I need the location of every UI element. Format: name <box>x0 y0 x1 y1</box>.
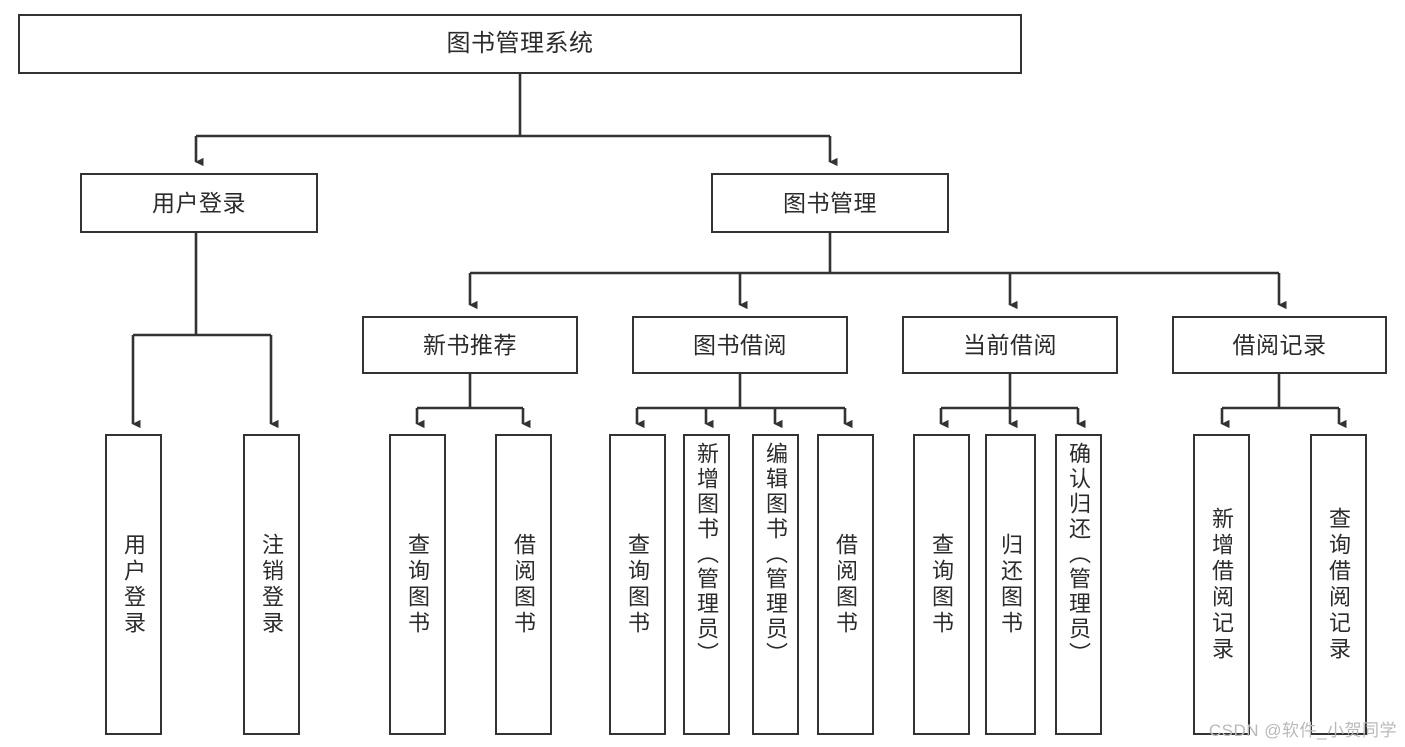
leaf-user-login[interactable]: 用户登录 <box>105 434 162 735</box>
node-book-borrow[interactable]: 图书借阅 <box>632 316 848 374</box>
node-label: 图书借阅 <box>693 331 787 358</box>
node-label: 新增图书（管理员） <box>694 442 720 667</box>
node-label: 查询图书 <box>625 532 651 637</box>
node-label: 确认归还（管理员） <box>1066 442 1092 667</box>
node-label: 用户登录 <box>152 189 246 216</box>
node-label: 编辑图书（管理员） <box>763 442 789 667</box>
node-new-book-recommend[interactable]: 新书推荐 <box>362 316 578 374</box>
leaf-add-borrow-record[interactable]: 新增借阅记录 <box>1193 434 1250 735</box>
leaf-confirm-return-admin[interactable]: 确认归还（管理员） <box>1055 434 1102 735</box>
node-label: 查询图书 <box>929 532 955 637</box>
node-label: 归还图书 <box>998 532 1024 637</box>
node-label: 注销登录 <box>259 532 285 637</box>
node-label: 新书推荐 <box>423 331 517 358</box>
node-root-system[interactable]: 图书管理系统 <box>18 14 1022 74</box>
node-user-login[interactable]: 用户登录 <box>80 173 318 233</box>
node-label: 图书管理系统 <box>446 30 594 58</box>
leaf-add-book-admin[interactable]: 新增图书（管理员） <box>683 434 730 735</box>
node-book-management[interactable]: 图书管理 <box>711 173 949 233</box>
leaf-logout[interactable]: 注销登录 <box>243 434 300 735</box>
node-current-borrow[interactable]: 当前借阅 <box>902 316 1118 374</box>
node-borrow-record[interactable]: 借阅记录 <box>1172 316 1387 374</box>
leaf-borrow-book[interactable]: 借阅图书 <box>817 434 874 735</box>
node-label: 查询图书 <box>405 532 431 637</box>
leaf-edit-book-admin[interactable]: 编辑图书（管理员） <box>752 434 799 735</box>
leaf-query-book-borrow[interactable]: 查询图书 <box>609 434 666 735</box>
leaf-query-borrow-record[interactable]: 查询借阅记录 <box>1310 434 1367 735</box>
node-label: 借阅图书 <box>511 532 537 637</box>
leaf-borrow-book-recommend[interactable]: 借阅图书 <box>495 434 552 735</box>
node-label: 当前借阅 <box>963 331 1057 358</box>
node-label: 图书管理 <box>783 189 877 216</box>
leaf-query-book-recommend[interactable]: 查询图书 <box>389 434 446 735</box>
leaf-query-book-current[interactable]: 查询图书 <box>913 434 970 735</box>
node-label: 借阅记录 <box>1232 331 1327 358</box>
node-label: 借阅图书 <box>833 532 859 637</box>
node-label: 用户登录 <box>121 532 147 637</box>
node-label: 新增借阅记录 <box>1209 506 1235 663</box>
leaf-return-book[interactable]: 归还图书 <box>985 434 1036 735</box>
node-label: 查询借阅记录 <box>1326 506 1352 663</box>
watermark-text: CSDN @软件_小贺同学 <box>1208 721 1397 740</box>
